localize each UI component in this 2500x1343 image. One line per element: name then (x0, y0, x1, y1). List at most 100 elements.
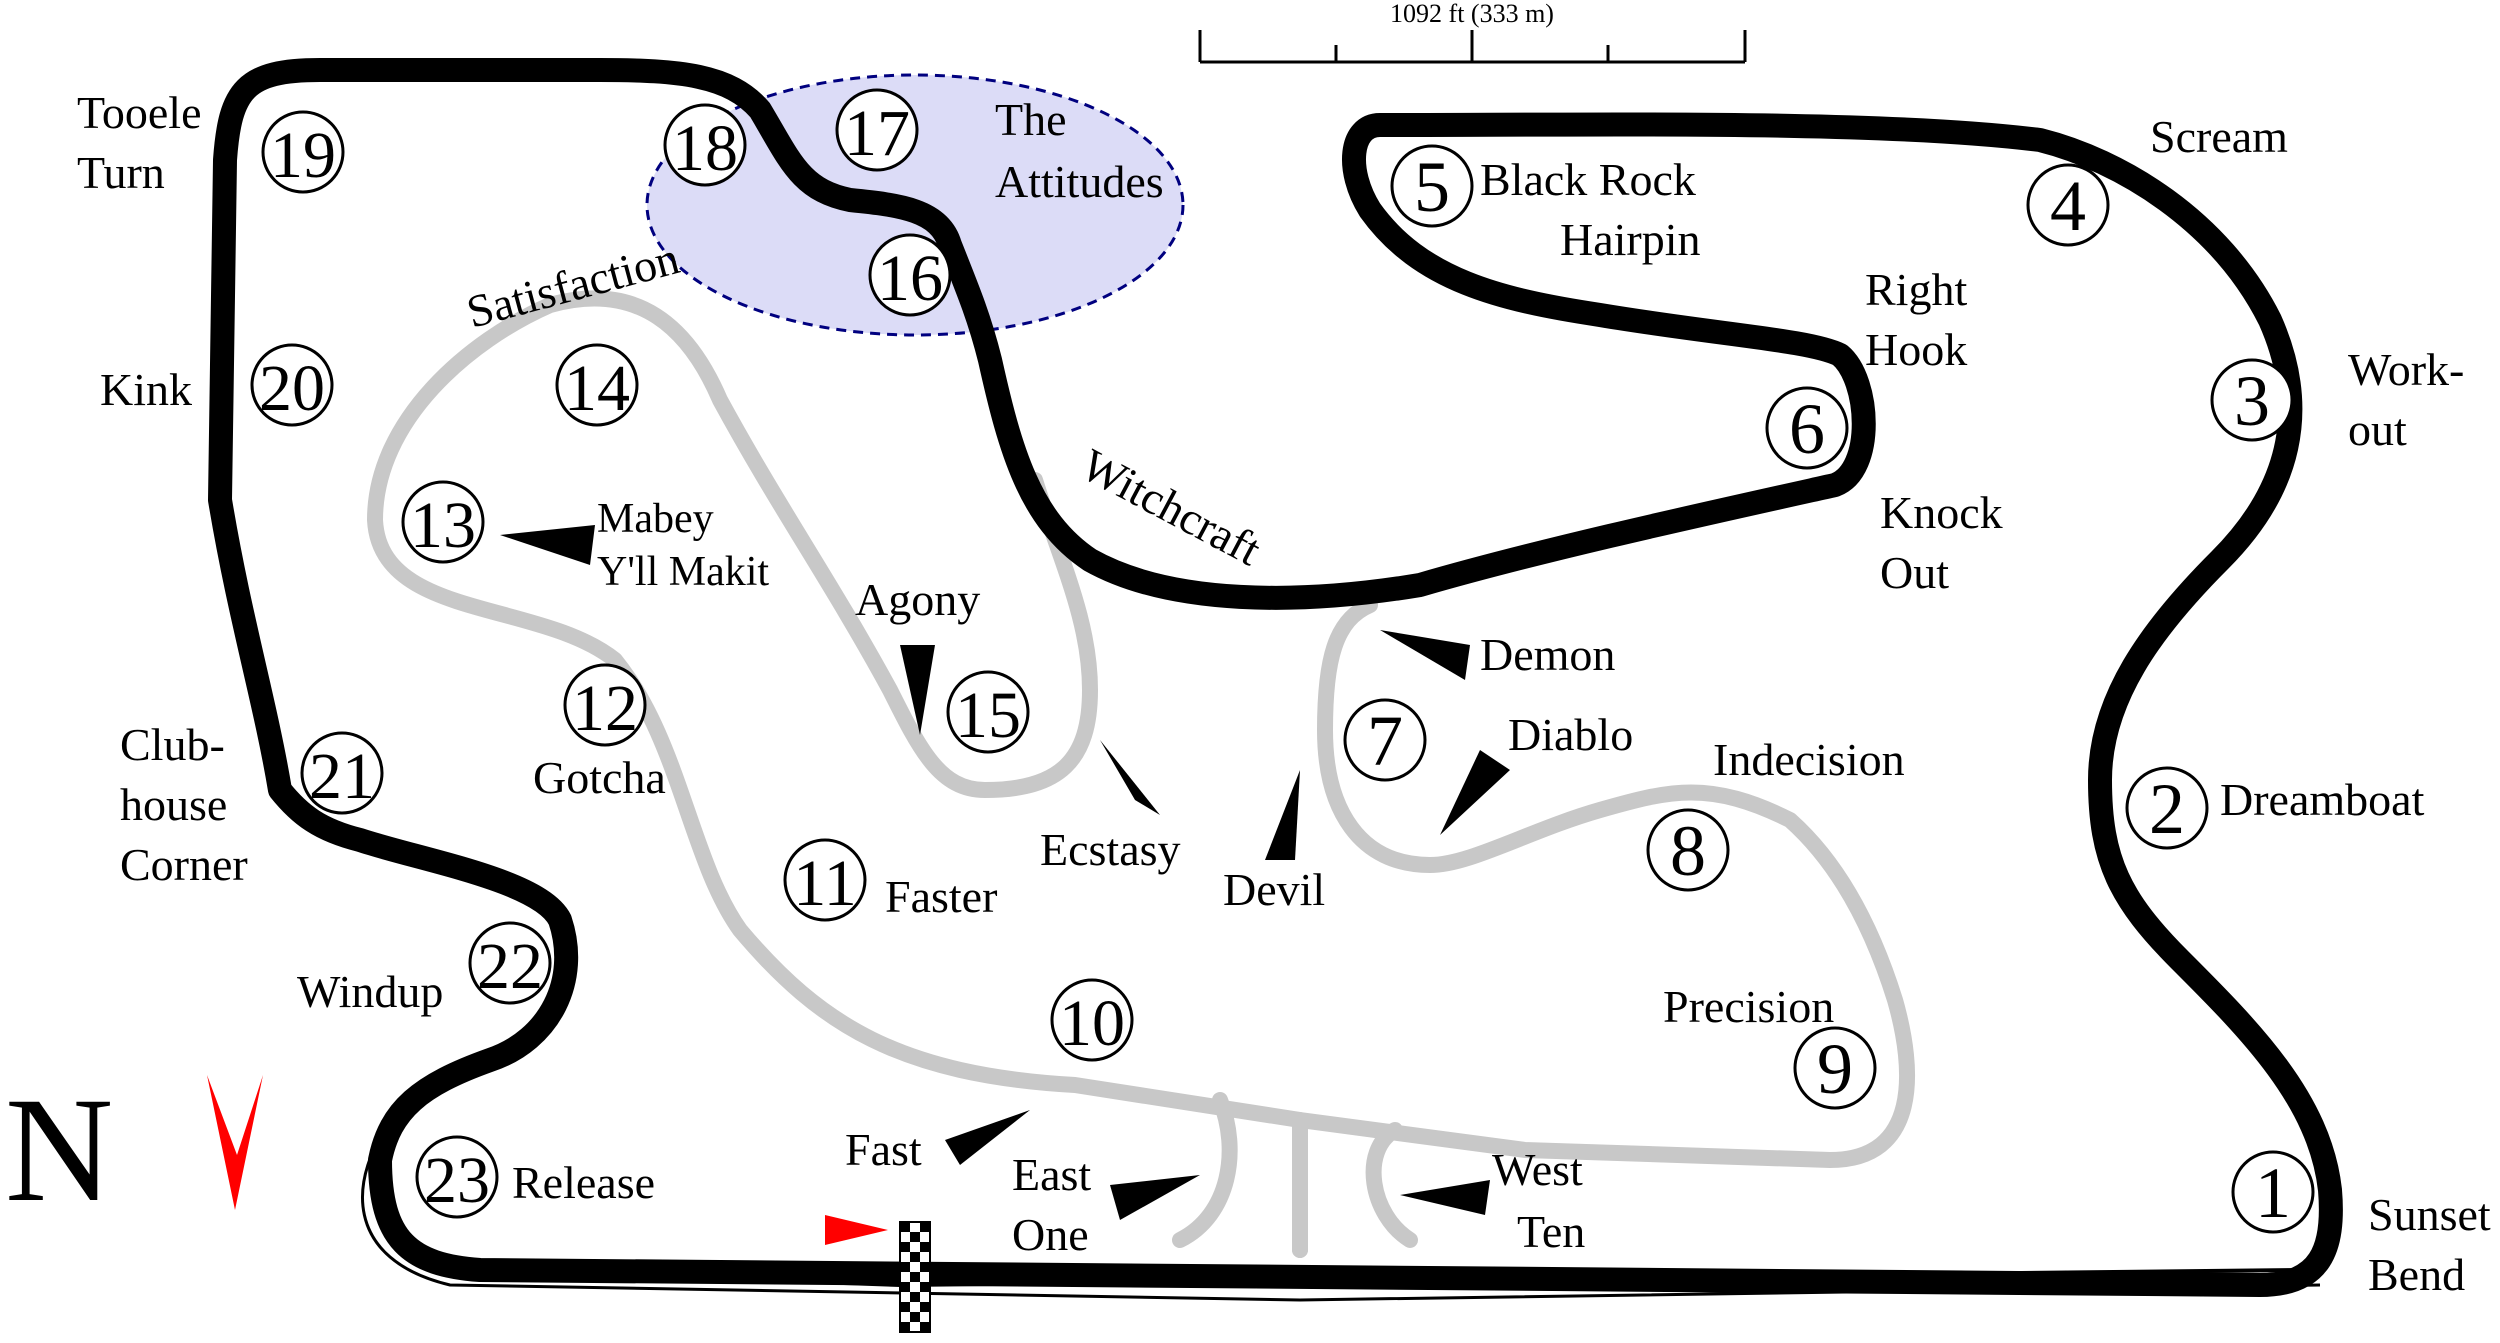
turn-number: 3 (2234, 361, 2270, 441)
turn-circle (415, 1135, 499, 1219)
turn-circle (1390, 144, 1474, 228)
label-demon: Demon (1480, 629, 1615, 680)
turn-marker-15: 15 (946, 670, 1030, 754)
north-arrow (207, 1075, 263, 1210)
label-kink: Kink (100, 364, 192, 415)
turn-marker-21: 21 (300, 731, 384, 815)
turn-number: 12 (572, 672, 638, 745)
label-release: Release (512, 1157, 655, 1208)
scale-label: 1092 ft (333 m) (1390, 0, 1554, 28)
turn-circle (1343, 698, 1427, 782)
pointer-west-ten (1400, 1180, 1490, 1215)
turn-number: 5 (1414, 147, 1450, 227)
turn-marker-5: 5 (1390, 144, 1474, 228)
turn-number: 20 (259, 352, 325, 425)
turn-circle (663, 103, 747, 187)
pointer-east-one (1110, 1175, 1200, 1220)
turn-number: 11 (793, 847, 857, 920)
turn-circle (868, 233, 952, 317)
turn-circle (401, 480, 485, 564)
turn-marker-10: 10 (1050, 978, 1134, 1062)
turn-number: 23 (424, 1144, 490, 1217)
turn-circle (2210, 358, 2294, 442)
turn-marker-3: 3 (2210, 358, 2294, 442)
pointer-demon (1380, 630, 1470, 680)
turn-number: 22 (477, 930, 543, 1003)
turn-circle (1793, 1026, 1877, 1110)
label-faster: Faster (885, 871, 997, 922)
pointer-mabey (500, 525, 595, 565)
pit-lane-line (376, 1114, 2301, 1288)
label-ecstasy: Ecstasy (1040, 824, 1181, 875)
turn-marker-19: 19 (261, 110, 345, 194)
turn-circle (468, 921, 552, 1005)
label-workout: Work-out (2348, 344, 2464, 455)
turn-number: 10 (1059, 987, 1125, 1060)
turn-number: 16 (877, 242, 943, 315)
start-finish-line (899, 1221, 931, 1333)
turn-marker-23: 23 (415, 1135, 499, 1219)
turn-number: 7 (1367, 701, 1403, 781)
turn-number: 6 (1789, 389, 1825, 469)
turn-circle (1646, 808, 1730, 892)
turn-marker-11: 11 (783, 838, 867, 922)
turn-number: 4 (2050, 166, 2086, 246)
turn-number: 1 (2255, 1153, 2291, 1233)
label-scream: Scream (2150, 111, 2288, 162)
turn-circle (783, 838, 867, 922)
outer-circuit (208, 58, 2343, 1297)
turn-marker-16: 16 (868, 233, 952, 317)
turn-marker-22: 22 (468, 921, 552, 1005)
turn-number: 15 (955, 679, 1021, 752)
turn-marker-20: 20 (250, 343, 334, 427)
turn-marker-6: 6 (1765, 386, 1849, 470)
turn-marker-12: 12 (563, 663, 647, 747)
turn-marker-17: 17 (835, 88, 919, 172)
label-diablo: Diablo (1508, 709, 1633, 760)
label-dreamboat: Dreamboat (2220, 774, 2425, 825)
turn-marker-1: 1 (2231, 1150, 2315, 1234)
turn-marker-8: 8 (1646, 808, 1730, 892)
turn-number: 18 (672, 112, 738, 185)
label-indecision: Indecision (1713, 734, 1905, 785)
label-precision: Precision (1663, 981, 1834, 1032)
pointer-devil (1265, 770, 1300, 860)
turn-circle (300, 731, 384, 815)
start-flag-arrow (825, 1215, 888, 1245)
direction-pointers (500, 525, 1510, 1220)
turn-circle (2026, 163, 2110, 247)
turn-circle (946, 670, 1030, 754)
pointer-fast (945, 1110, 1030, 1165)
turn-circle (250, 343, 334, 427)
turn-number: 13 (410, 489, 476, 562)
turn-circle (2125, 766, 2209, 850)
inner-circuit (367, 290, 1915, 1258)
turn-marker-14: 14 (555, 343, 639, 427)
turn-number: 21 (309, 740, 375, 813)
pointer-diablo (1440, 750, 1510, 835)
pointer-agony (900, 645, 935, 735)
label-devil: Devil (1223, 864, 1325, 915)
label-windup: Windup (297, 966, 443, 1017)
turn-number: 17 (844, 97, 910, 170)
turn-circle (1765, 386, 1849, 470)
turn-marker-2: 2 (2125, 766, 2209, 850)
turn-marker-13: 13 (401, 480, 485, 564)
turn-circle (1050, 978, 1134, 1062)
north-letter: N (5, 1067, 113, 1233)
turn-marker-9: 9 (1793, 1026, 1877, 1110)
turn-circle (2231, 1150, 2315, 1234)
turn-circle (835, 88, 919, 172)
